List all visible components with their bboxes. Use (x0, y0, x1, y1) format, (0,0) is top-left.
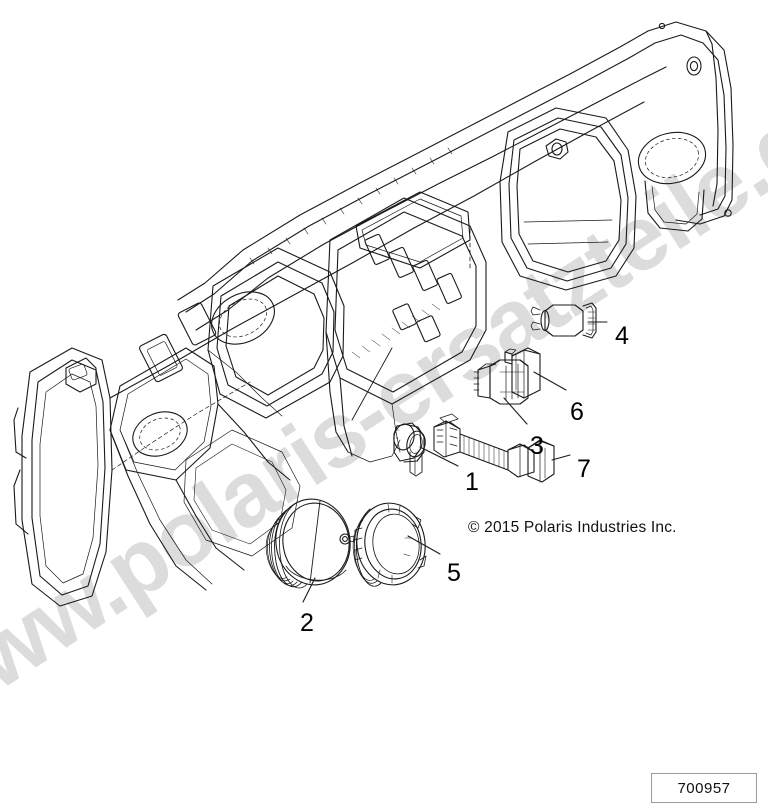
part-6-rocker-switch-cover (504, 347, 541, 399)
part-number-box: 700957 (651, 773, 757, 803)
leader-lines (302, 225, 608, 603)
part-2-gauge-pod-assembly (265, 498, 355, 589)
part-3-rocker-switch-body (473, 359, 529, 405)
callout-1: 1 (465, 468, 479, 496)
callout-4: 4 (615, 322, 629, 350)
callout-3: 3 (530, 432, 544, 460)
callout-2: 2 (300, 609, 314, 637)
callout-5: 5 (447, 559, 461, 587)
wiring-harness (433, 413, 509, 471)
callout-7: 7 (577, 455, 591, 483)
part-7-harness-end-connector (507, 439, 555, 483)
copyright-notice: © 2015 Polaris Industries Inc. (468, 519, 677, 536)
part-number-text: 700957 (677, 779, 731, 797)
part-5-bezel-ring (352, 502, 427, 587)
callout-6: 6 (570, 398, 584, 426)
part-4-cylindrical-socket (530, 302, 597, 339)
dash-console-outline (13, 21, 734, 607)
part-1-push-button-switch (393, 422, 426, 477)
